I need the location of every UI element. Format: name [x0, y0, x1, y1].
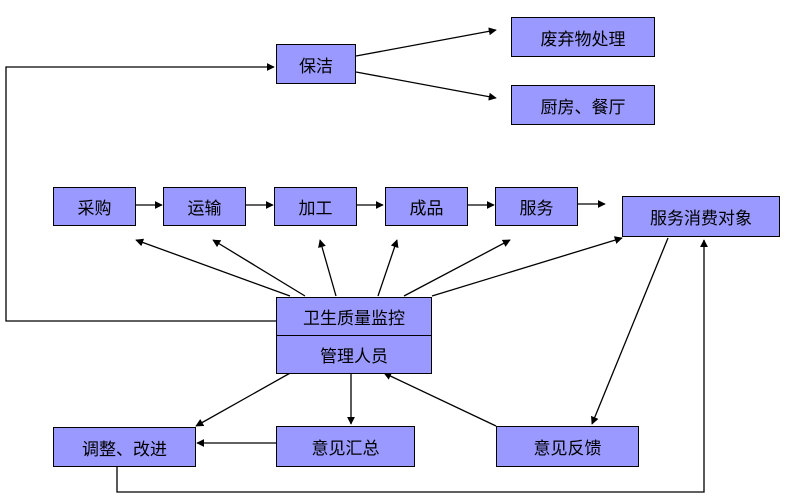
node-fankui: 意见反馈 [496, 426, 639, 467]
node-fuwu: 服务 [495, 187, 578, 226]
node-caigou: 采购 [53, 187, 136, 226]
arrow-baojie-feiqiwu [355, 27, 497, 57]
node-baojie: 保洁 [276, 44, 356, 84]
arrow-jiankong-baojie-loop [5, 63, 276, 322]
node-jiankong: 卫生质量监控 [276, 297, 432, 336]
arrow-baojie-chufang [355, 71, 497, 101]
arrow-guanli-tiaozheng [195, 371, 293, 427]
arrow-jiankong-fuwu [403, 239, 511, 297]
arrow-jiankong-jiagong [318, 239, 337, 297]
node-feiqiwu: 废弃物处理 [511, 17, 655, 57]
node-duixiang: 服务消费对象 [622, 196, 780, 237]
node-guanli: 管理人员 [276, 335, 432, 374]
arrow-jiankong-yunshu [212, 239, 306, 297]
node-chufang: 厨房、餐厅 [511, 85, 655, 125]
arrow-jiankong-duixiang [431, 236, 623, 297]
arrow-fankui-guanli [383, 372, 497, 427]
node-yunshu: 运输 [163, 187, 246, 226]
node-huizong: 意见汇总 [276, 426, 415, 467]
node-chengpin: 成品 [385, 187, 468, 226]
arrow-tiaozheng-duixiang-loop [116, 239, 708, 493]
arrow-duixiang-fankui [591, 237, 669, 425]
arrow-jiankong-chengpin [377, 239, 399, 297]
node-tiaozheng: 调整、改进 [53, 427, 196, 467]
node-jiagong: 加工 [274, 187, 357, 226]
arrow-jiankong-caigou [135, 238, 291, 297]
